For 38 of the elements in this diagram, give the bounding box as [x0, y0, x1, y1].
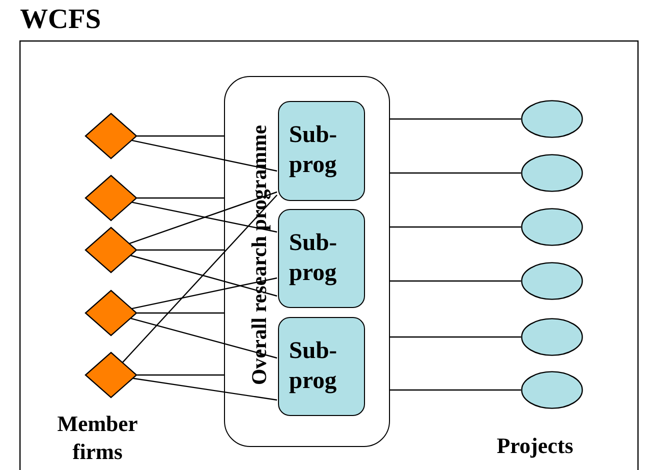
- connector-line: [137, 312, 224, 314]
- group-label: Projects: [496, 432, 574, 460]
- connector-line: [137, 374, 224, 376]
- connector-line: [137, 197, 224, 199]
- group-label: Member firms: [56, 410, 139, 466]
- connector-line: [130, 318, 278, 359]
- project-ellipse: [521, 208, 583, 246]
- member-diamond: [85, 113, 137, 159]
- project-ellipse: [521, 318, 583, 356]
- connector-line: [390, 118, 521, 120]
- diagram-title: WCFS: [20, 4, 101, 36]
- connector-line: [390, 336, 521, 338]
- member-diamond: [85, 352, 137, 398]
- connector-line: [133, 378, 278, 401]
- project-ellipse: [521, 100, 583, 138]
- connector-line: [390, 280, 521, 282]
- member-diamond: [85, 290, 137, 336]
- connector-line: [390, 389, 521, 391]
- connector-line: [137, 249, 224, 251]
- subprogramme-box: Sub- prog: [278, 101, 365, 201]
- connector-line: [132, 202, 278, 233]
- connector-line: [129, 191, 278, 244]
- connector-line: [122, 194, 278, 363]
- programme-box: [224, 76, 390, 447]
- project-ellipse: [521, 262, 583, 300]
- subprogramme-box: Sub- prog: [278, 317, 365, 416]
- connector-line: [390, 172, 521, 174]
- project-ellipse: [521, 154, 583, 192]
- connector-line: [132, 277, 278, 310]
- connector-line: [390, 226, 521, 228]
- connector-line: [132, 140, 278, 172]
- subprogramme-box: Sub- prog: [278, 209, 365, 308]
- member-diamond: [85, 175, 137, 221]
- connector-line: [137, 135, 224, 137]
- project-ellipse: [521, 371, 583, 409]
- member-diamond: [85, 227, 137, 273]
- connector-line: [130, 254, 278, 297]
- programme-title: Overall research programme: [246, 123, 272, 387]
